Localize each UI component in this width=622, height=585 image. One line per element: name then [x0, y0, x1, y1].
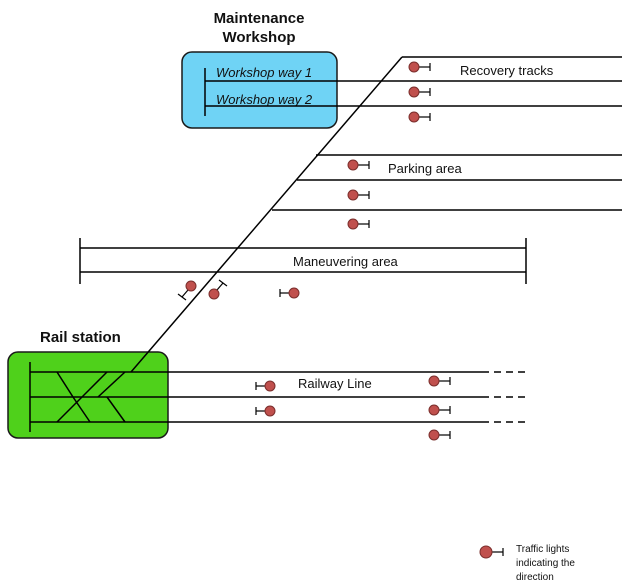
maneuvering-area-label: Maneuvering area	[293, 254, 399, 269]
legend-text-line2: indicating the	[516, 558, 575, 569]
legend: Traffic lights indicating the direction	[479, 544, 575, 583]
legend-traffic-light-icon	[479, 545, 504, 559]
workshop-way-1-label: Workshop way 1	[216, 65, 312, 80]
traffic-light-icon	[347, 218, 370, 230]
legend-text-line1: Traffic lights	[516, 544, 569, 555]
tracks	[29, 56, 622, 432]
workshop-title-line2: Workshop	[222, 29, 295, 46]
traffic-light-icon	[408, 111, 431, 123]
crossover-f	[106, 396, 126, 423]
railway-line-label: Railway Line	[298, 376, 372, 391]
parking-area-label: Parking area	[388, 161, 462, 176]
traffic-light-icon	[177, 280, 197, 301]
railway-continuations	[482, 371, 530, 423]
traffic-light-icon	[255, 380, 276, 392]
recovery-tracks-label: Recovery tracks	[460, 63, 554, 78]
crossover-a	[56, 371, 74, 398]
workshop-title-line1: Maintenance	[214, 10, 305, 27]
traffic-light-icon	[347, 189, 370, 201]
traffic-light-icon	[279, 287, 300, 299]
traffic-light-icon	[408, 61, 431, 73]
traffic-light-icon	[428, 429, 451, 441]
crossover-b	[72, 396, 91, 423]
crossover-d	[81, 371, 108, 398]
traffic-lights	[177, 61, 451, 441]
crossover-c	[56, 396, 83, 423]
workshop-box	[181, 51, 338, 129]
legend-text-line3: direction	[516, 572, 554, 583]
traffic-light-icon	[428, 404, 451, 416]
traffic-light-icon	[428, 375, 451, 387]
traffic-light-icon	[347, 159, 370, 171]
rail-station-box	[7, 351, 169, 439]
diagonal-track	[130, 56, 403, 373]
workshop-way-2-label: Workshop way 2	[216, 92, 313, 107]
traffic-light-icon	[208, 279, 228, 300]
crossover-e	[97, 371, 126, 398]
traffic-light-icon	[255, 405, 276, 417]
rail-station-title: Rail station	[40, 329, 121, 346]
traffic-light-icon	[408, 86, 431, 98]
